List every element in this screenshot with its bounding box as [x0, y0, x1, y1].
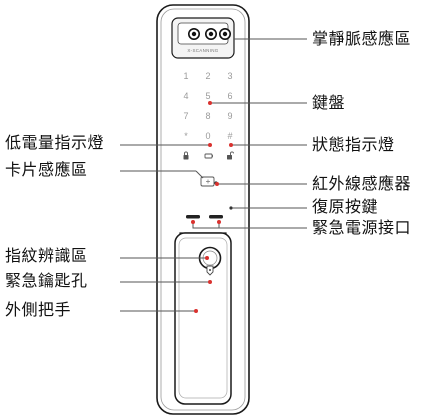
keypad-key-5: 5	[205, 91, 210, 101]
leader-dot-emergency-power-left	[191, 220, 195, 224]
emergency-power-slot-left	[186, 215, 200, 219]
leader-dot-low-battery	[208, 143, 212, 147]
card-reader-icon	[200, 176, 215, 187]
label-keypad: 鍵盤	[312, 93, 346, 112]
keypad-key-6: 6	[227, 91, 232, 101]
keypad-key-0: 0	[205, 131, 210, 141]
keypad-key-hash: #	[227, 131, 232, 141]
keypad-key-4: 4	[183, 91, 188, 101]
leader-dot-fingerprint	[205, 256, 209, 260]
emergency-power-slot-right	[209, 215, 223, 219]
leader-dot-emergency-power-right	[217, 220, 221, 224]
keypad-key-3: 3	[227, 71, 232, 81]
keypad-key-2: 2	[205, 71, 210, 81]
outer-handle-inner-edge	[178, 237, 228, 399]
leader-line-emergency-power	[192, 223, 220, 229]
keypad-key-8: 8	[205, 111, 210, 121]
leader-dot-keyhole	[208, 280, 212, 284]
keypad-key-1: 1	[183, 71, 188, 81]
outer-handle	[174, 232, 232, 405]
leader-dot-status	[229, 143, 233, 147]
keypad-key-7: 7	[183, 111, 188, 121]
emergency-keyhole	[206, 265, 214, 276]
label-infrared-sensor: 紅外線感應器	[312, 174, 412, 193]
label-outer-handle: 外側把手	[5, 300, 72, 319]
label-status-indicator: 狀態指示燈	[312, 135, 395, 154]
keypad-key-9: 9	[227, 111, 232, 121]
brand-text: X-SCANNING	[187, 48, 218, 53]
palm-vein-camera-icons	[188, 27, 232, 40]
leader-dot-keypad	[208, 101, 212, 105]
lock-body-inner-edge	[160, 8, 246, 411]
lock-icon	[183, 151, 189, 160]
label-reset-button: 復原按鍵	[312, 197, 379, 216]
keypad: 1 2 3 4 5 6 7 8 9 * 0 #	[183, 71, 232, 141]
leader-dot-infrared	[215, 182, 219, 186]
battery-icon	[204, 153, 213, 159]
keypad-key-star: *	[184, 131, 188, 141]
label-card-reader: 卡片感應區	[5, 160, 88, 179]
label-fingerprint: 指紋辨識區	[5, 246, 88, 265]
reset-button-dot	[229, 206, 233, 210]
label-low-battery: 低電量指示燈	[5, 133, 105, 152]
label-emergency-keyhole: 緊急鑰匙孔	[5, 271, 88, 290]
leader-dot-handle	[194, 309, 198, 313]
status-indicator-icon	[227, 151, 234, 160]
label-palm-vein: 掌靜脈感應區	[312, 29, 412, 48]
label-emergency-power: 緊急電源接口	[312, 218, 412, 237]
